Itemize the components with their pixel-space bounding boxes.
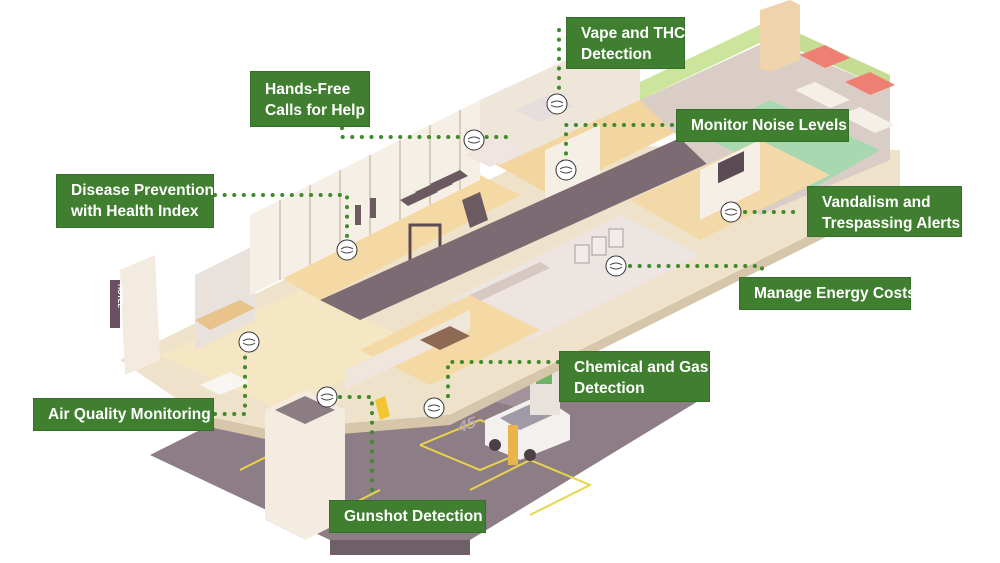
- sensors: [238, 93, 742, 419]
- callout-air-quality-monitoring: Air Quality Monitoring: [33, 398, 214, 431]
- callout-line: Air Quality Monitoring: [48, 406, 211, 423]
- callout-line: Vandalism and: [822, 194, 931, 211]
- sensor-hands-free[interactable]: [463, 129, 485, 151]
- umbrella-2: [845, 72, 895, 95]
- sensor-gunshot[interactable]: [316, 386, 338, 408]
- garage-side: [330, 540, 470, 555]
- lobby-sofa: [200, 372, 250, 395]
- wet-floor-sign: [375, 396, 390, 420]
- callout-line: Trespassing Alerts: [822, 215, 961, 232]
- callout-gunshot-detection: Gunshot Detection: [329, 500, 486, 533]
- charging-post: [508, 425, 518, 465]
- callout-line: Manage Energy Costs: [754, 285, 916, 302]
- laundry-machines: [574, 228, 624, 264]
- gym-equipment: [355, 170, 488, 267]
- callout-line: Disease Prevention: [71, 182, 215, 199]
- reception-desk: [195, 300, 255, 330]
- leader-noise: [558, 123, 674, 167]
- callout-vandalism-trespassing: Vandalism and Trespassing Alerts: [807, 186, 962, 237]
- tv: [718, 151, 744, 184]
- kitchen-counter: [470, 262, 550, 301]
- callout-line: Calls for Help: [265, 102, 365, 119]
- dining-wall: [345, 310, 470, 390]
- shower-cabin: [760, 0, 800, 72]
- leader-gunshot: [338, 395, 374, 500]
- leader-energy: [628, 264, 764, 278]
- callout-manage-energy-costs: Manage Energy Costs: [739, 277, 916, 310]
- sun-lounger-1: [795, 82, 850, 108]
- callout-disease-prevention: Disease Prevention with Health Index: [56, 174, 214, 228]
- leader-hands-free: [340, 126, 517, 139]
- bed-1: [465, 138, 525, 167]
- callout-vape-thc-detection: Vape and THC Detection: [566, 17, 685, 69]
- sensor-disease[interactable]: [336, 239, 358, 261]
- callout-monitor-noise-levels: Monitor Noise Levels: [676, 109, 849, 142]
- callout-line: Detection: [581, 46, 652, 63]
- hotel-sign: [110, 280, 120, 328]
- callout-line: Detection: [574, 380, 645, 397]
- living-room-wall: [700, 140, 760, 220]
- callout-line: Hands-Free: [265, 81, 351, 98]
- leader-chemical: [446, 360, 560, 402]
- callout-hands-free-calls: Hands-Free Calls for Help: [250, 71, 370, 127]
- hotel-sign-text: HOTEL: [116, 284, 123, 308]
- umbrella-1: [800, 45, 850, 68]
- sensor-vandalism[interactable]: [720, 201, 742, 223]
- lobby-pillar: [120, 255, 160, 375]
- sensor-air[interactable]: [238, 331, 260, 353]
- gym-floor: [260, 170, 520, 300]
- corridor: [320, 120, 760, 320]
- hedge-wall: [640, 20, 770, 100]
- sensor-chemical[interactable]: [423, 397, 445, 419]
- gym-window-wall: [250, 100, 480, 295]
- kitchen-floor: [450, 215, 700, 340]
- stair-shaft: [265, 390, 345, 540]
- dining-table: [420, 326, 470, 350]
- sensor-energy[interactable]: [605, 255, 627, 277]
- sensor-vape[interactable]: [546, 93, 568, 115]
- leader-air: [213, 353, 247, 416]
- leader-disease: [213, 193, 349, 239]
- sun-lounger-2: [840, 107, 895, 133]
- callout-line: Chemical and Gas: [574, 359, 709, 376]
- callout-line: Vape and THC: [581, 25, 686, 42]
- callout-line: with Health Index: [71, 203, 199, 220]
- callout-chemical-gas-detection: Chemical and Gas Detection: [559, 351, 710, 402]
- sensor-noise[interactable]: [555, 159, 577, 181]
- callout-line: Gunshot Detection: [344, 508, 483, 525]
- callout-line: Monitor Noise Levels: [691, 117, 847, 134]
